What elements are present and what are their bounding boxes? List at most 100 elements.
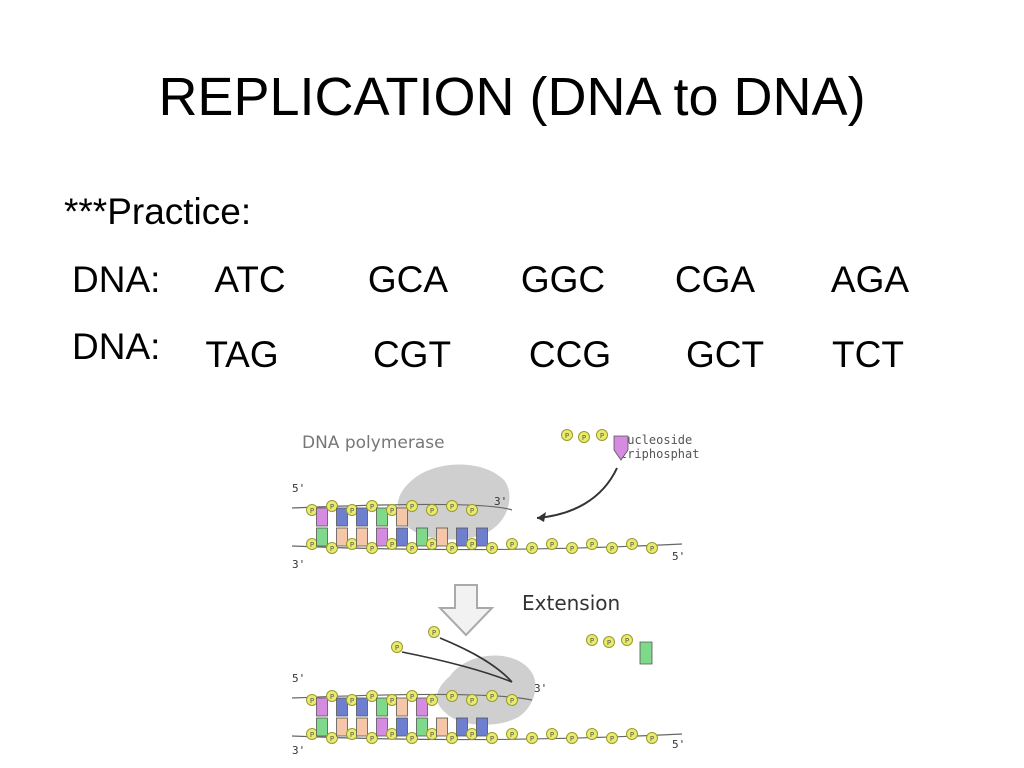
- phosphate-circle: [391, 641, 403, 653]
- nucleotide-base: [613, 435, 629, 461]
- phosphate-circle: [406, 500, 418, 512]
- replication-diagram-svg: DNA polymerase nucleoside triphosphat 5'…: [291, 429, 699, 757]
- phosphate-label: P: [470, 731, 474, 739]
- dna-row-2-label: DNA:: [72, 326, 161, 367]
- phosphate-label: P: [450, 545, 454, 553]
- nucleotide-base: [476, 527, 488, 547]
- phosphate-circle: [446, 542, 458, 554]
- phosphate-label: P: [630, 541, 634, 549]
- phosphate-circle: [526, 542, 538, 554]
- nucleotide-base: [356, 507, 368, 527]
- end-label: 5': [292, 482, 305, 495]
- incoming-arrow: [536, 467, 618, 519]
- phosphate-label: P: [610, 735, 614, 743]
- phosphate-label: P: [510, 541, 514, 549]
- nucleotide-base: [396, 697, 408, 717]
- phosphate-label: P: [370, 693, 374, 701]
- phosphate-label: P: [330, 735, 334, 743]
- phosphate-circle: [428, 626, 440, 638]
- phosphate-label: P: [310, 697, 314, 705]
- down-arrow-icon: [437, 584, 495, 637]
- dna-row-1-codon: AGA: [830, 259, 910, 300]
- phosphate-label: P: [590, 731, 594, 739]
- phosphate-label: P: [490, 545, 494, 553]
- dna-row-2-codon: TCT: [832, 334, 904, 375]
- nucleotide-base: [316, 527, 328, 547]
- nucleotide-base: [316, 507, 328, 527]
- nucleotide-base: [396, 717, 408, 737]
- phosphate-label: P: [432, 629, 436, 637]
- phosphate-circle: [546, 728, 558, 740]
- dna-row-1-codon: ATC: [214, 259, 286, 300]
- phosphate-label: P: [410, 693, 414, 701]
- nucleoside-label-1: nucleoside: [620, 433, 692, 447]
- phosphate-circle: [546, 538, 558, 550]
- phosphate-circle: [586, 728, 598, 740]
- pyrophosphate-arrow: [439, 637, 513, 683]
- phosphate-label: P: [395, 644, 399, 652]
- phosphate-circle: [506, 538, 518, 550]
- phosphate-circle: [366, 500, 378, 512]
- phosphate-circle: [606, 542, 618, 554]
- phosphate-circle: [486, 542, 498, 554]
- phosphate-circle: [566, 542, 578, 554]
- nucleotide-base: [396, 507, 408, 527]
- nucleotide-base: [376, 717, 388, 737]
- phosphate-circle: [366, 690, 378, 702]
- nucleotide-base: [356, 717, 368, 737]
- phosphate-circle: [603, 636, 615, 648]
- phosphate-label: P: [450, 503, 454, 511]
- phosphate-label: P: [370, 735, 374, 743]
- phosphate-label: P: [470, 507, 474, 515]
- polymerase-label: DNA polymerase: [302, 433, 445, 453]
- phosphate-label: P: [430, 541, 434, 549]
- arrow-head-icon: [537, 512, 546, 522]
- nucleotide-base: [436, 527, 448, 547]
- phosphate-label: P: [370, 545, 374, 553]
- phosphate-label: P: [450, 735, 454, 743]
- phosphate-label: P: [430, 697, 434, 705]
- nucleotide-base: [376, 507, 388, 527]
- phosphate-circle: [561, 429, 573, 441]
- nucleotide-base: [456, 527, 468, 547]
- phosphate-label: P: [410, 545, 414, 553]
- nucleotide-base: [336, 717, 348, 737]
- nucleotide-base: [356, 527, 368, 547]
- phosphate-circle: [486, 690, 498, 702]
- phosphate-circle: [446, 690, 458, 702]
- phosphate-circle: [326, 500, 338, 512]
- phosphate-label: P: [607, 639, 611, 647]
- phosphate-label: P: [310, 731, 314, 739]
- slide-title: REPLICATION (DNA to DNA): [158, 67, 866, 127]
- nucleotide-base: [416, 697, 428, 717]
- phosphate-label: P: [470, 697, 474, 705]
- phosphate-label: P: [350, 731, 354, 739]
- phosphate-circle: [466, 504, 478, 516]
- phosphate-circle: [506, 694, 518, 706]
- nucleotide-base: [356, 697, 368, 717]
- phosphate-label: P: [350, 697, 354, 705]
- phosphate-circle: [586, 538, 598, 550]
- phosphate-label: P: [310, 541, 314, 549]
- phosphate-circle: [586, 634, 598, 646]
- phosphate-label: P: [330, 693, 334, 701]
- phosphate-circle: [486, 732, 498, 744]
- phosphate-label: P: [350, 541, 354, 549]
- phosphate-label: P: [390, 697, 394, 705]
- phosphate-label: P: [582, 434, 586, 442]
- nucleotide-base: [416, 717, 428, 737]
- pyrophosphate-arrow: [401, 651, 513, 683]
- phosphate-label: P: [390, 731, 394, 739]
- dna-row-1-label: DNA:: [72, 259, 161, 300]
- dna-row-2-codon: GCT: [685, 334, 765, 375]
- phosphate-label: P: [530, 545, 534, 553]
- phosphate-circle: [646, 542, 658, 554]
- end-label: 5': [292, 672, 305, 685]
- phosphate-circle: [406, 732, 418, 744]
- nucleotide-base: [436, 717, 448, 737]
- phosphate-label: P: [510, 697, 514, 705]
- phosphate-label: P: [350, 507, 354, 515]
- nucleotide-base: [376, 697, 388, 717]
- phosphate-circle: [621, 634, 633, 646]
